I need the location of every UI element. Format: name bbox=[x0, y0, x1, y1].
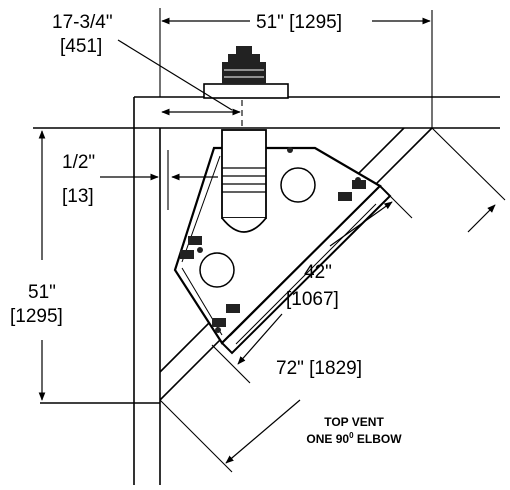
vent-collar bbox=[203, 83, 289, 99]
dimension-lines bbox=[38, 17, 496, 464]
note-line-2: ONE 900 ELBOW bbox=[306, 431, 402, 446]
label-gap-mm: [13] bbox=[62, 186, 94, 207]
label-offset-in: 17-3/4" bbox=[52, 12, 113, 33]
fireplace-unit bbox=[173, 146, 392, 355]
label-left-height-in: 51" bbox=[28, 282, 56, 303]
vent-elbow bbox=[221, 217, 267, 233]
note-line-2-suffix: ELBOW bbox=[354, 432, 403, 446]
vent-cap-tip bbox=[236, 46, 252, 54]
note-line-2-sup: 0 bbox=[349, 431, 354, 440]
note-line-2-prefix: ONE 90 bbox=[306, 432, 349, 446]
bracket-6 bbox=[352, 180, 366, 189]
dim-face-width-upper bbox=[329, 201, 393, 247]
note-line-1: TOP VENT bbox=[324, 415, 384, 429]
label-face-width-in: 42" bbox=[304, 262, 332, 283]
knockout-upper bbox=[280, 167, 316, 203]
knockout-lower bbox=[199, 252, 235, 288]
label-face-width-mm: [1067] bbox=[286, 289, 339, 310]
label-diagonal: 72" [1829] bbox=[276, 358, 362, 379]
vent-cap-top bbox=[228, 54, 260, 64]
bracket-4 bbox=[226, 304, 240, 313]
bracket-2 bbox=[180, 250, 194, 259]
label-left-height-mm: [1295] bbox=[10, 306, 63, 327]
bracket-1 bbox=[188, 236, 202, 245]
labels: 51" [1295] 17-3/4" [451] 1/2" [13] 51" [… bbox=[10, 12, 402, 446]
dim-face-width-lower bbox=[237, 313, 283, 365]
bracket-3 bbox=[212, 318, 226, 327]
dim-diagonal-lower bbox=[225, 399, 301, 464]
label-offset-mm: [451] bbox=[60, 36, 102, 57]
vent-assembly bbox=[203, 46, 289, 233]
bracket-5 bbox=[338, 192, 352, 201]
vent-cap-body bbox=[222, 62, 266, 84]
dim-diagonal-upper bbox=[467, 204, 496, 233]
label-gap-in: 1/2" bbox=[62, 152, 95, 173]
dim-offset-leader bbox=[117, 39, 233, 111]
label-top-width: 51" [1295] bbox=[256, 12, 342, 33]
vent-pipe bbox=[221, 129, 267, 219]
